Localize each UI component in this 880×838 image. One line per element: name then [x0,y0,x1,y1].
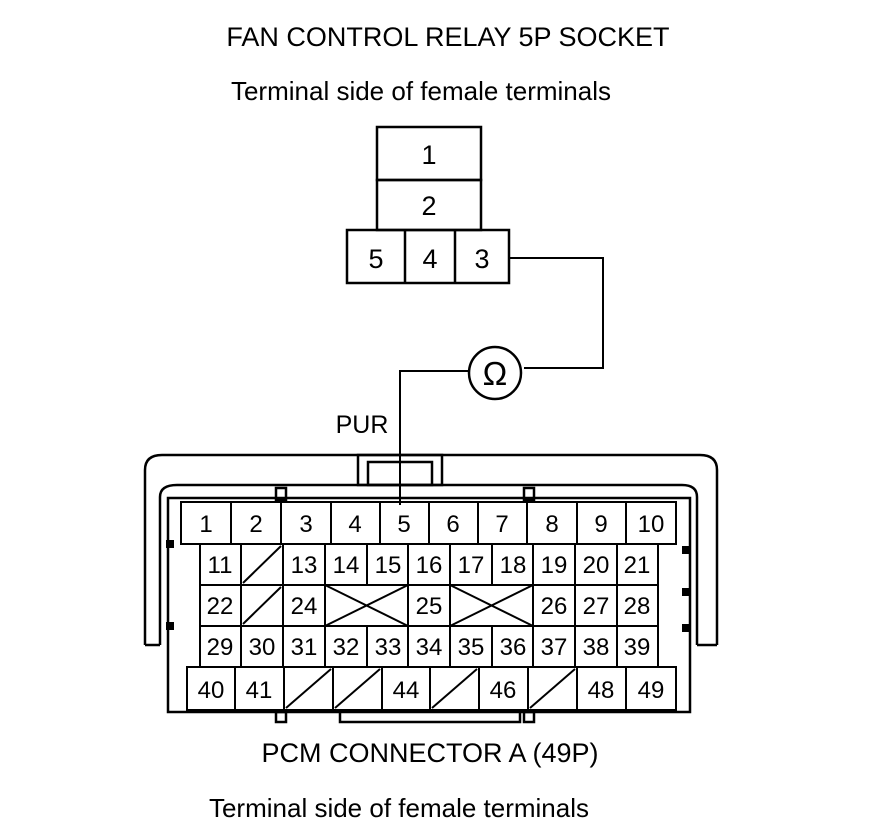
pcm-pin-2: 2 [249,511,262,538]
wire-color-label: PUR [336,411,389,439]
ohm-icon: Ω [483,355,508,392]
pcm-pin-6: 6 [446,511,459,538]
pcm-pin-40: 40 [198,677,225,704]
pcm-pin-9: 9 [594,511,607,538]
pcm-pin-41: 41 [246,677,273,704]
blocked-cavity-b2 [449,584,534,627]
pcm-pin-48: 48 [588,677,615,704]
pcm-pin-28: 28 [624,593,651,620]
pcm-pin-46: 46 [490,677,517,704]
pcm-pin-24: 24 [291,593,318,620]
pcm-pin-39: 39 [624,634,651,661]
pcm-pin-25: 25 [416,593,443,620]
pcm-pin-15: 15 [375,552,402,579]
pcm-pin-49: 49 [638,677,665,704]
pcm-pin-26: 26 [541,593,568,620]
pcm-pin-31: 31 [291,634,318,661]
pcm-pin-16: 16 [416,552,443,579]
unused-cavity-23 [242,586,282,625]
relay-pin-4: 4 [422,244,437,274]
pcm-pin-21: 21 [624,552,651,579]
pcm-pin-10: 10 [638,511,665,538]
pcm-pin-5: 5 [397,511,410,538]
pcm-pin-32: 32 [333,634,360,661]
pcm-pin-11: 11 [208,552,233,579]
pcm-pin-8: 8 [545,511,558,538]
relay-pin-3: 3 [474,244,489,274]
pcm-pin-30: 30 [249,634,276,661]
pcm-pin-33: 33 [375,634,402,661]
pcm-pin-22: 22 [207,593,234,620]
blocked-cavity-a2 [324,584,409,627]
test-lead-wire [509,257,604,369]
pcm-pin-37: 37 [541,634,568,661]
pcm-pin-35: 35 [458,634,485,661]
pcm-connector-housing [143,453,719,724]
unused-cavity-r5a [285,668,332,709]
unused-cavity-r5b [334,668,381,709]
relay-socket [345,125,511,285]
pcm-pin-4: 4 [348,511,361,538]
pcm-connector-title: PCM CONNECTOR A (49P) [261,738,598,768]
pcm-pin-18: 18 [500,552,527,579]
pcm-pin-38: 38 [583,634,610,661]
pcm-pin-1: 1 [199,511,212,538]
relay-pin-5: 5 [368,244,383,274]
unused-cavity-r5d [529,668,576,709]
pcm-terminal-grid [180,501,677,711]
pcm-pin-13: 13 [291,552,318,579]
unused-cavity-12 [242,545,282,584]
pcm-pin-34: 34 [416,634,443,661]
relay-pin-2: 2 [421,191,436,221]
pcm-pin-20: 20 [583,552,610,579]
pcm-pin-17: 17 [458,552,485,579]
pcm-pin-14: 14 [333,552,360,579]
unused-cavity-r5c [431,668,478,709]
ohmmeter-symbol [467,345,523,401]
relay-socket-subtitle: Terminal side of female terminals [231,76,611,106]
pcm-pin-44: 44 [393,677,420,704]
pcm-connector-subtitle: Terminal side of female terminals [209,793,589,823]
pcm-locking-tabs [166,540,690,632]
pcm-pin-19: 19 [541,552,568,579]
pcm-pin-7: 7 [495,511,508,538]
pcm-pin-3: 3 [299,511,312,538]
pcm-pin-27: 27 [583,593,610,620]
pcm-pin-29: 29 [207,634,234,661]
test-lead-wire-pcm [399,370,470,505]
pcm-pin-36: 36 [500,634,527,661]
relay-pin-1: 1 [421,140,436,170]
relay-socket-title: FAN CONTROL RELAY 5P SOCKET [226,22,669,52]
